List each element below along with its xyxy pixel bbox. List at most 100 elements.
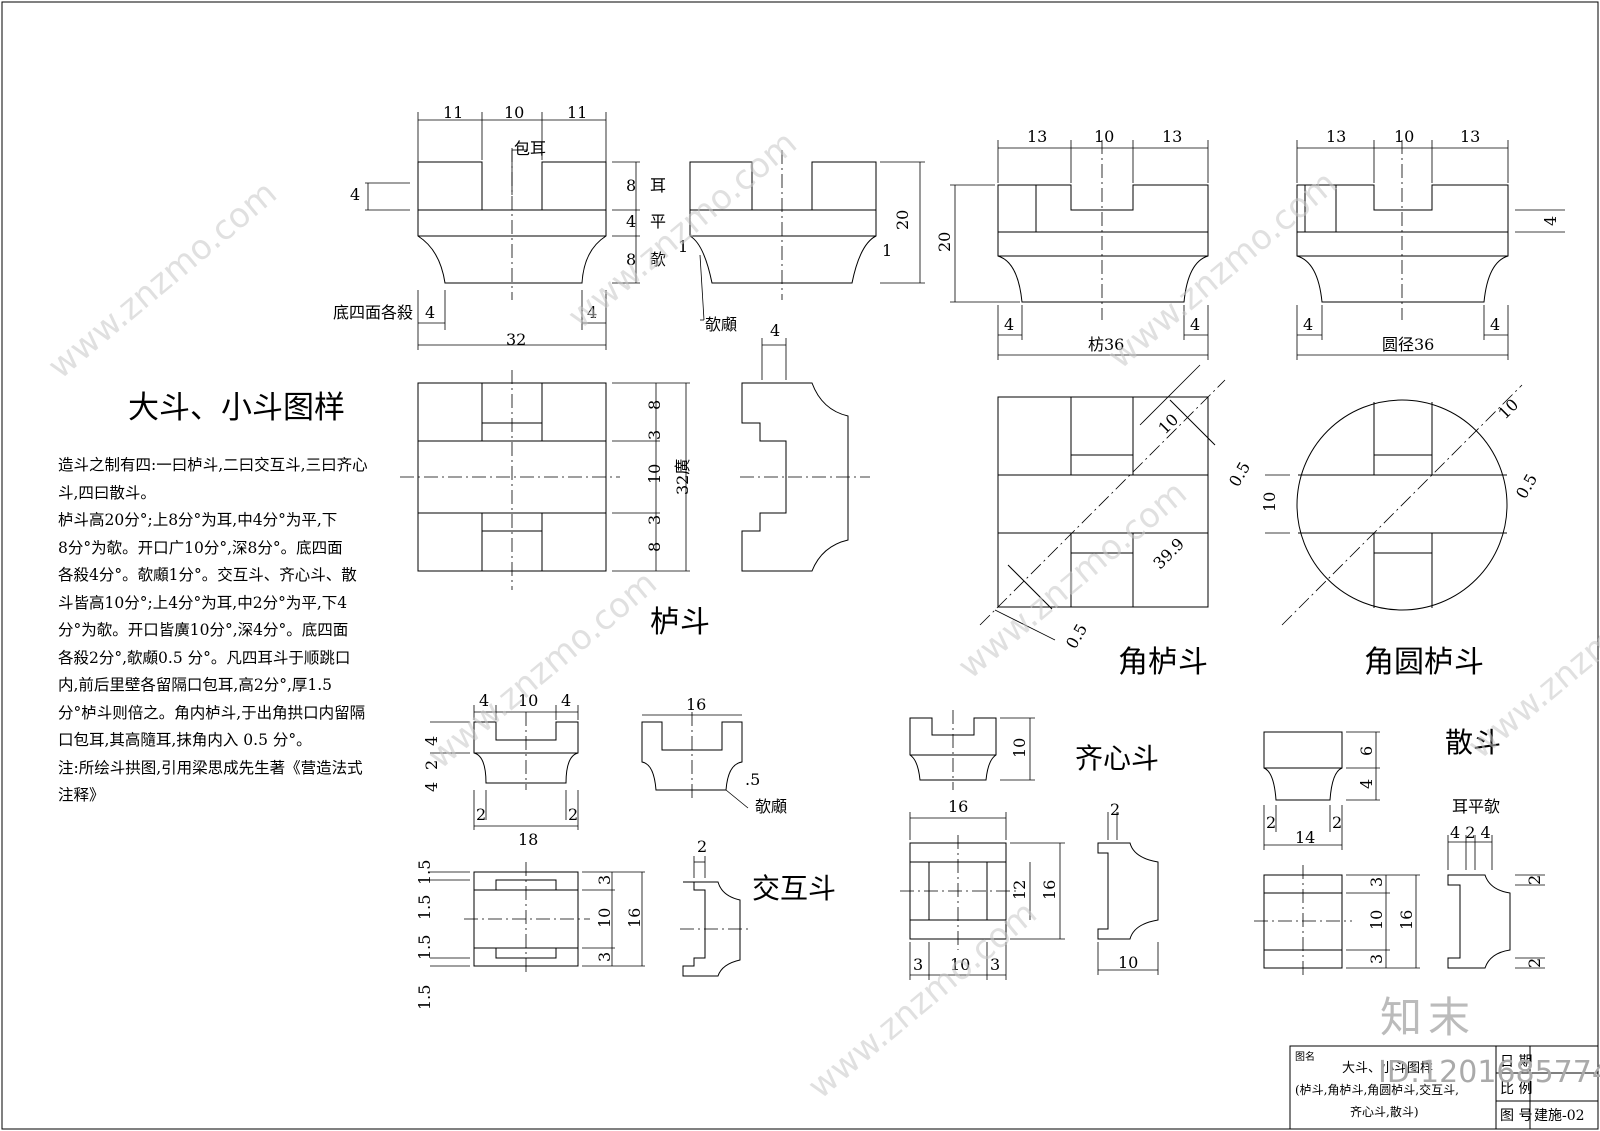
description-line: 各殺2分°,欹顑0.5 分°。凡四耳斗于顺跳口 [58,648,351,667]
dim-4g: 4 [1190,315,1200,334]
jiao-ludou-plan: 10 0.5 39.9 0.5 [979,364,1254,652]
dim-4c: 4 [425,303,435,322]
dim-8d: 8 [645,542,664,552]
j-dim-2a: 2 [422,760,441,770]
j-dim-15a: 1.5 [415,860,434,885]
dim-13d: 13 [1460,127,1480,146]
dim-10g: 10 [1494,395,1522,423]
q-dim-10c: 10 [1118,953,1138,972]
dim-13a: 13 [1027,127,1047,146]
q-dim-10a: 10 [1010,738,1029,758]
dim-10c: 10 [1094,127,1114,146]
j-dim-10b: 10 [595,908,614,928]
s-dim-3a: 3 [1367,877,1386,887]
ludou-section: 4 [740,321,870,572]
dim-1a: 1 [678,237,688,256]
dim-8b: 8 [626,250,636,269]
description-line: 斗,四曰散斗。 [58,483,156,502]
dim-3a: 3 [645,430,664,440]
ludou-elevation-b: 20 1 1 欹顑 [678,150,925,334]
label-baoer: 包耳 [514,139,546,158]
dim-13b: 13 [1162,127,1182,146]
q-dim-10b: 10 [950,955,970,974]
tb-name-line2: (栌斗,角栌斗,角圆栌斗,交互斗, [1295,1082,1459,1097]
description-line: 斗皆高10分°;上4分°为耳,中2分°为平,下4 [58,593,348,612]
s-dim-2d: 2 [1525,958,1544,968]
qixindou-plan: 16 12 16 3 10 3 [900,797,1065,980]
jiao-yuan-ludou-plan: 10 10 0.5 [1260,384,1541,626]
ludou-elevation-a: 11 10 11 4 8 4 8 耳 平 欹 包耳 底四面各殺 4 4 32 [333,103,666,350]
s-dim-6: 6 [1357,746,1376,756]
dim-4i: 4 [1303,315,1313,334]
dim-20a: 20 [893,210,912,230]
q-dim-2: 2 [1110,800,1120,819]
s-dim-16: 16 [1397,910,1416,930]
j-dim-3b: 3 [595,952,614,962]
j-dim-4b: 4 [561,691,571,710]
description-line: 造斗之制有四:一曰栌斗,二曰交互斗,三曰齐心 [58,456,368,474]
j-dim-2c: 2 [568,805,578,824]
dim-4f: 4 [1004,315,1014,334]
dim-05b: 0.5 [1062,620,1091,652]
j-dim-18: 18 [518,830,538,849]
dim-10d: 10 [1394,127,1414,146]
title-ludou: 栌斗 [650,605,710,640]
label-yuanjing36: 圆径36 [1382,335,1434,354]
title-jiao-ludou: 角栌斗 [1118,645,1208,680]
jiaohudou-elevation: 4 10 4 4 2 4 2 2 18 [422,691,579,849]
description-line: 内,前后里壁各留隔口包耳,高2分°,厚1.5 [58,676,333,694]
label-guang32: 32廣 [673,459,692,495]
dim-4d: 4 [587,303,597,322]
drawing-title: 大斗、小斗图样 [128,390,345,426]
description-line: 注:所绘斗拱图,引用梁思成先生著《营造法式 [58,758,363,777]
watermark-doc-id: ID:1201685774 [1378,1055,1600,1090]
q-dim-12: 12 [1010,880,1029,900]
dim-13c: 13 [1326,127,1346,146]
dim-10a: 10 [504,103,524,122]
tb-date-label: 日 期 [1500,1054,1532,1070]
description-line: 各殺4分°。欹顑1分°。交互斗、齐心斗、散 [58,566,357,584]
description-line: 注释》 [58,786,105,804]
dim-20b: 20 [935,232,954,252]
dim-05a: 0.5 [1225,458,1254,490]
dim-32: 32 [506,330,526,349]
dim-4j: 4 [1490,315,1500,334]
dim-399: 39.9 [1149,534,1188,573]
dim-4a: 4 [350,185,360,204]
j-dim-4d: 4 [422,782,441,792]
s-dim-14: 14 [1295,828,1315,847]
j-dim-15c: 1.5 [415,935,434,960]
s-dim-424: 4 2 4 [1450,823,1491,842]
s-dim-4a: 4 [1357,779,1376,789]
dim-4e: 4 [770,321,780,340]
dim-1b: 1 [882,241,892,260]
dim-8a: 8 [626,176,636,195]
tb-number-value: 建施-02 [1534,1108,1585,1124]
q-dim-3a: 3 [913,955,923,974]
title-block: 图名 大斗、小斗图样 (栌斗,角栌斗,角圆栌斗,交互斗, 齐心斗,散斗) 日 期… [1289,1045,1599,1130]
j-label-half: .5 [745,770,760,789]
tb-number-label: 图 号 [1500,1108,1532,1124]
dim-8c: 8 [645,400,664,410]
j-dim-4a: 4 [479,691,489,710]
title-sandou: 散斗 [1445,726,1501,759]
dim-10b: 10 [645,464,664,484]
j-dim-2d: 2 [697,837,707,856]
s-dim-2a: 2 [1266,813,1276,832]
s-label-er-ping-qi: 耳平欹 [1452,797,1500,816]
tb-scale-label: 比 例 [1500,1081,1532,1097]
s-dim-3b: 3 [1367,954,1386,964]
sandou-elevation: 6 4 2 2 14 [1263,731,1380,850]
jiao-ludou-elevation: 13 10 13 20 4 4 枋36 [935,127,1209,360]
dim-11a: 11 [443,103,463,122]
s-dim-2b: 2 [1332,813,1342,832]
ludou-plan: 8 3 10 3 8 32廣 [400,370,692,590]
description-line: 口包耳,其高隨耳,抹角内入 0.5 分°。 [58,731,312,749]
title-jiao-yuan-ludou: 角圆栌斗 [1364,645,1484,680]
title-qixindou: 齐心斗 [1075,742,1159,775]
qixindou-section: 2 10 [1097,800,1159,975]
s-dim-2c: 2 [1525,875,1544,885]
tb-name-line3: 齐心斗,散斗) [1350,1104,1419,1119]
q-dim-16b: 16 [1040,880,1059,900]
qixindou-elevation: 10 [909,710,1035,790]
